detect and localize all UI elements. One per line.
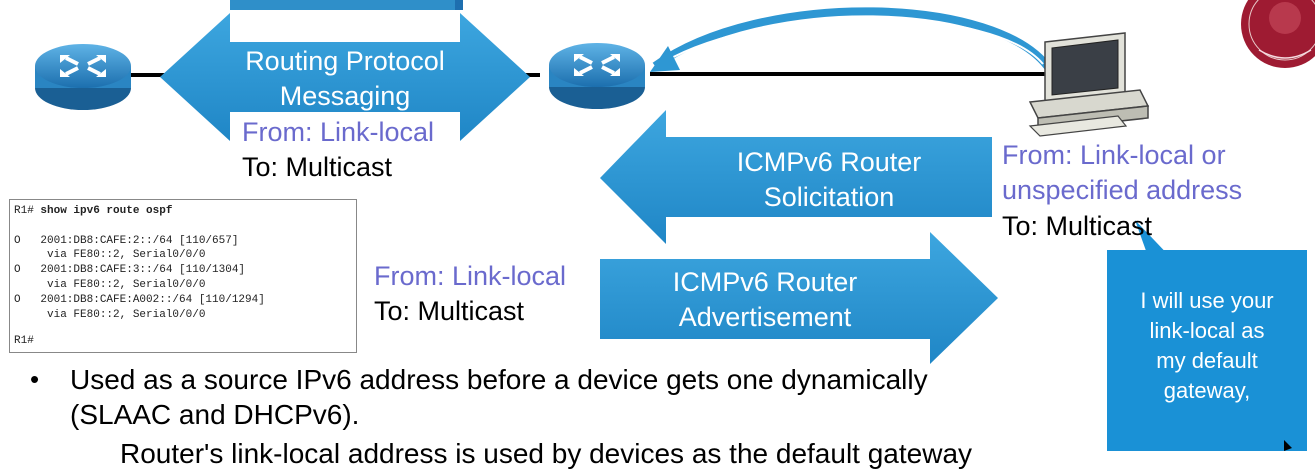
university-seal-logo: [1241, 0, 1315, 68]
terminal-prompt: R1#: [14, 205, 41, 217]
solicitation-label-2: Solicitation: [763, 182, 895, 212]
solicitation-label-1: ICMPv6 Router: [736, 147, 922, 177]
routing-from-label: From: Link-local: [242, 117, 435, 147]
callout-line-1: I will use your: [1140, 288, 1274, 313]
terminal-line: via FE80::2, Serial0/0/0: [14, 279, 206, 291]
router-solicitation-arrow: [600, 110, 992, 244]
terminal-line: O 2001:DB8:CAFE:A002::/64 [110/1294]: [14, 294, 265, 306]
callout-line-3: my default: [1156, 348, 1258, 373]
routing-arrow-label-2: Messaging: [279, 81, 411, 111]
bullet-line-2: (SLAAC and DHCPv6).: [70, 399, 360, 430]
pc-icon: [1028, 32, 1150, 137]
adv-from-label: From: Link-local: [374, 261, 567, 291]
terminal-output: R1# show ipv6 route ospf O 2001:DB8:CAFE…: [9, 199, 357, 353]
callout-line-2: link-local as: [1149, 318, 1265, 343]
terminal-line: via FE80::2, Serial0/0/0: [14, 309, 206, 321]
routing-to-label: To: Multicast: [242, 152, 393, 182]
cursor-icon: [1284, 440, 1292, 451]
bullet-dot: •: [30, 364, 40, 394]
terminal-line: O 2001:DB8:CAFE:2::/64 [110/657]: [14, 235, 239, 247]
bullet-line-3: Router's link-local address is used by d…: [120, 438, 973, 469]
advertisement-label-1: ICMPv6 Router: [672, 267, 858, 297]
terminal-command: show ipv6 route ospf: [40, 205, 173, 217]
network-diagram: [35, 0, 1315, 451]
gateway-curved-arrow-white: [663, 17, 1044, 65]
terminal-line: O 2001:DB8:CAFE:3::/64 [110/1304]: [14, 264, 246, 276]
gateway-arrowhead: [650, 46, 680, 72]
bullet-line-1: Used as a source IPv6 address before a d…: [70, 364, 928, 395]
pc-to-label: To: Multicast: [1002, 211, 1153, 241]
router-advertisement-arrow: [600, 232, 998, 364]
callout-text: I will use your link-local as my default…: [1107, 286, 1307, 406]
router-middle-icon: [549, 43, 645, 109]
title-bar-fragment: [230, 0, 455, 10]
pc-from-label-2: unspecified address: [1002, 175, 1243, 205]
router-left-icon: [35, 44, 131, 110]
routing-protocol-arrow: [160, 13, 530, 141]
terminal-line: via FE80::2, Serial0/0/0: [14, 249, 206, 261]
pc-from-label-1: From: Link-local or: [1002, 140, 1226, 170]
title-bar-fragment-dark: [455, 0, 463, 10]
adv-to-label: To: Multicast: [374, 296, 525, 326]
callout-line-4: gateway,: [1163, 378, 1251, 403]
advertisement-label-2: Advertisement: [678, 302, 852, 332]
routing-arrow-label-1: Routing Protocol: [245, 46, 445, 76]
gateway-curved-arrow: [652, 7, 1054, 73]
terminal-line: R1#: [14, 335, 34, 347]
terminal-command-line: R1# show ipv6 route ospf: [14, 205, 172, 218]
callout-box: [1107, 250, 1307, 451]
